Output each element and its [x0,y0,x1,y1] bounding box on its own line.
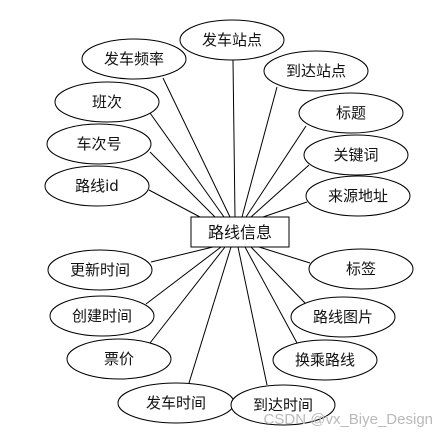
attribute-node: 换乘路线 [272,339,378,381]
attribute-node: 票价 [66,338,172,380]
attribute-label: 到达时间 [253,396,313,414]
attribute-node: 创建时间 [49,295,155,337]
connector-line [162,77,231,218]
attribute-label: 路线图片 [313,308,373,326]
attribute-label: 到达站点 [286,62,346,80]
entity-rect [190,216,290,248]
attribute-ellipse [49,295,155,337]
connector-line [149,151,216,218]
connector-lines [145,59,311,386]
attribute-ellipse [290,296,396,338]
connector-line [149,112,225,218]
attribute-ellipse [44,165,150,207]
attribute-label: 发车时间 [146,394,206,412]
attribute-label: 路线id [75,177,119,195]
attribute-ellipse [179,19,285,61]
attribute-label: 关键词 [333,146,378,164]
attribute-ellipse [81,38,187,80]
connector-line [241,86,278,218]
connector-line [148,189,201,218]
attribute-node: 路线图片 [290,296,396,338]
attribute-label: 标题 [336,104,366,122]
connector-line [244,246,298,344]
attribute-node: 到达时间 [230,384,336,426]
attribute-node: 来源地址 [305,175,411,217]
connector-line [149,246,226,344]
connector-line [232,59,236,218]
attribute-ellipse [305,175,411,217]
connector-line [250,164,310,218]
attribute-node: 发车时间 [117,382,235,424]
attribute-node: 标题 [298,92,404,134]
attribute-ellipse [263,50,369,92]
connector-line [237,246,268,386]
attribute-ellipse [272,339,378,381]
connector-line [258,246,311,264]
connector-line [250,246,306,304]
attribute-label: 换乘路线 [295,351,355,369]
attribute-ellipse [308,248,414,290]
attribute-node: 关键词 [303,134,409,176]
attribute-ellipse [230,384,336,426]
attribute-ellipse [54,81,160,123]
entity-box: 路线信息 [190,216,290,248]
connector-line [150,246,214,263]
attribute-ellipse [298,92,404,134]
attribute-node: 路线id [44,165,150,207]
attribute-node: 发车站点 [179,19,285,61]
attribute-ellipse [66,338,172,380]
attribute-node: 到达站点 [263,50,369,92]
attribute-label: 发车站点 [202,31,262,49]
attribute-label: 标签 [346,260,376,278]
connector-line [188,246,232,384]
attribute-label: 发车频率 [104,50,164,68]
attribute-node: 车次号 [46,123,152,165]
attribute-node: 更新时间 [47,249,153,291]
connector-line [262,201,308,218]
attribute-label: 来源地址 [328,187,388,205]
connector-line [145,246,222,305]
attribute-label: 票价 [104,350,134,368]
attribute-label: 创建时间 [72,307,132,325]
attribute-label: 车次号 [76,135,121,153]
attribute-ellipse [303,134,409,176]
attribute-label: 班次 [92,93,122,111]
attribute-node: 班次 [54,81,160,123]
attribute-node: 标签 [308,248,414,290]
attribute-ellipse [47,249,153,291]
watermark: CSDN @vx_Biye_Design [264,411,433,428]
attribute-node: 发车频率 [81,38,187,80]
attribute-label: 更新时间 [70,261,130,279]
entity-label: 路线信息 [208,223,272,242]
attribute-ellipse [46,123,152,165]
connector-line [245,125,307,218]
